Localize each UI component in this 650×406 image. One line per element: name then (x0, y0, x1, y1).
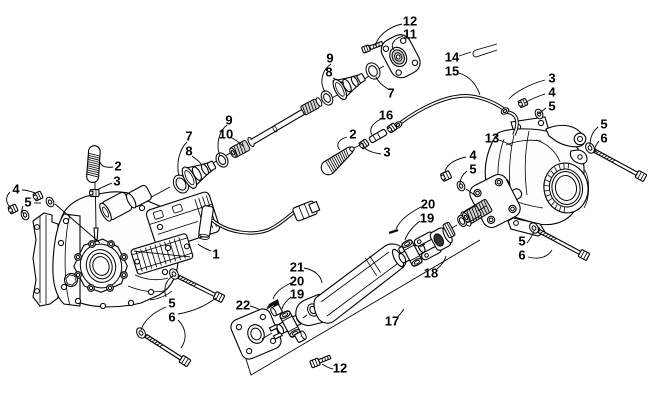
svg-text:13: 13 (485, 131, 499, 146)
svg-text:1: 1 (212, 247, 219, 262)
svg-text:2: 2 (114, 159, 121, 174)
svg-text:5: 5 (24, 195, 31, 210)
svg-text:14: 14 (445, 50, 460, 65)
svg-text:22: 22 (236, 298, 250, 313)
svg-text:21: 21 (290, 260, 304, 275)
svg-text:4: 4 (469, 148, 477, 163)
svg-text:15: 15 (445, 64, 459, 79)
svg-text:10: 10 (219, 127, 233, 142)
svg-text:17: 17 (385, 314, 399, 329)
svg-text:6: 6 (168, 310, 175, 325)
svg-text:2: 2 (349, 127, 356, 142)
svg-text:4: 4 (12, 182, 20, 197)
svg-text:6: 6 (600, 131, 607, 146)
svg-text:3: 3 (548, 71, 555, 86)
svg-text:9: 9 (326, 51, 333, 66)
svg-text:7: 7 (387, 86, 394, 101)
svg-text:8: 8 (325, 65, 332, 80)
svg-text:5: 5 (168, 296, 175, 311)
svg-text:7: 7 (185, 129, 192, 144)
svg-text:5: 5 (469, 162, 476, 177)
svg-text:8: 8 (185, 144, 192, 159)
svg-text:5: 5 (600, 117, 607, 132)
svg-text:9: 9 (225, 113, 232, 128)
svg-text:3: 3 (383, 145, 390, 160)
svg-text:19: 19 (290, 287, 304, 302)
svg-text:5: 5 (518, 234, 525, 249)
svg-text:6: 6 (518, 248, 525, 263)
svg-text:16: 16 (379, 108, 393, 123)
svg-text:12: 12 (333, 361, 347, 376)
svg-text:20: 20 (421, 197, 435, 212)
svg-text:18: 18 (424, 266, 438, 281)
svg-text:5: 5 (548, 99, 555, 114)
svg-text:19: 19 (420, 211, 434, 226)
svg-text:12: 12 (403, 14, 417, 29)
svg-text:4: 4 (548, 85, 556, 100)
svg-text:20: 20 (290, 274, 304, 289)
svg-text:3: 3 (113, 174, 120, 189)
svg-text:11: 11 (403, 27, 417, 42)
